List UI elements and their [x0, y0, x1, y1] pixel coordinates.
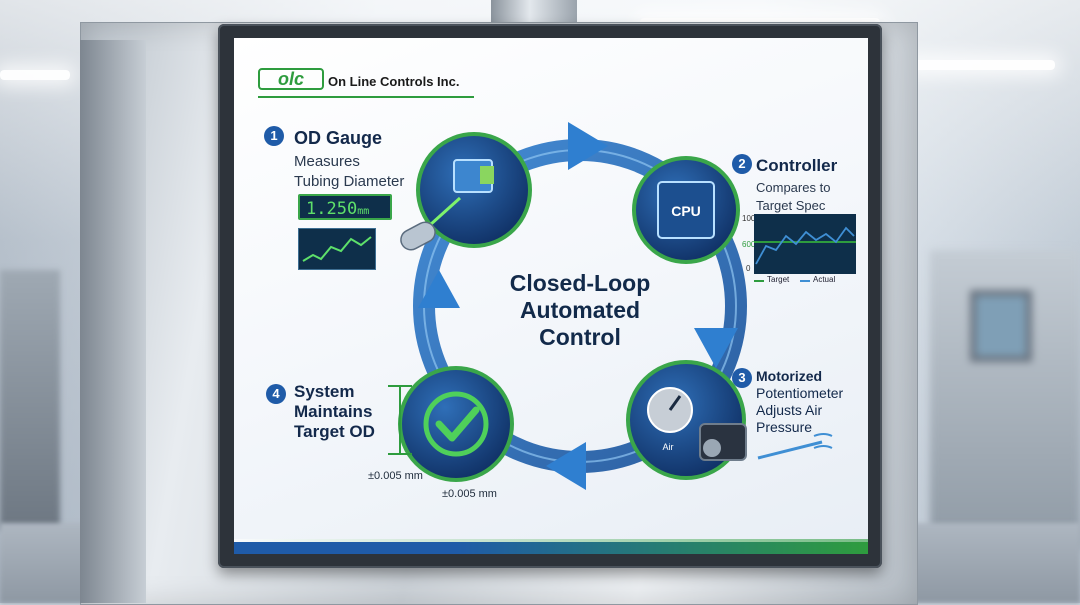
arrow-right-top	[568, 122, 608, 170]
company-name: On Line Controls Inc.	[328, 74, 460, 89]
airflow-icon	[757, 440, 823, 460]
step-3-line-3: Adjusts Air	[756, 402, 823, 418]
svg-text:olc: olc	[278, 69, 304, 89]
ceiling-light	[0, 70, 70, 80]
center-title-line-1: Closed-Loop	[509, 270, 651, 296]
cycle-diagram: CPU Air	[388, 122, 833, 490]
tubing-icon	[400, 221, 436, 251]
od-readout-unit: mm	[357, 206, 370, 217]
arrow-down-right	[694, 328, 738, 368]
step-1-title: OD Gauge	[294, 128, 383, 148]
brand-divider	[258, 96, 474, 98]
arrow-left-bottom	[546, 442, 586, 490]
cabinet-side-panel	[80, 40, 146, 603]
center-title-line-3: Control	[539, 324, 621, 350]
step-1-line-2: Tubing Diameter	[294, 173, 405, 190]
legend-actual-swatch	[800, 280, 810, 282]
step-4-line-3: Target OD	[294, 422, 375, 441]
step-3-text: Motorized Potentiometer Adjusts Air Pres…	[756, 368, 843, 436]
center-title: Closed-Loop Automated Control	[490, 270, 670, 351]
step-3-line-1: Motorized	[756, 368, 823, 384]
center-title-line-2: Automated	[519, 297, 641, 323]
ceiling-light	[905, 60, 1055, 70]
step-1-badge: 1	[264, 126, 284, 146]
step-4-line-2: Maintains	[294, 402, 373, 421]
chart-y-tick-bottom: 0	[746, 264, 751, 273]
hmi-screen: olc On Line Controls Inc.	[234, 38, 868, 554]
svg-text:CPU: CPU	[671, 203, 701, 219]
legend-actual: Actual	[813, 275, 836, 284]
step-4-text: System Maintains Target OD	[294, 382, 375, 442]
olc-logo: olc	[258, 68, 324, 90]
footer-bar	[234, 542, 868, 554]
checkmark-icon	[398, 366, 514, 482]
step-2-title: Controller	[756, 156, 838, 175]
chart-y-tick-top: 100	[742, 214, 756, 223]
background-machine	[0, 270, 60, 530]
svg-text:Air: Air	[663, 442, 674, 452]
step-2-line-1: Compares to	[756, 180, 831, 195]
tolerance-left: ±0.005 mm	[368, 470, 423, 482]
od-trend-chart	[298, 228, 376, 270]
tolerance-bottom: ±0.005 mm	[442, 488, 497, 500]
od-readout-value: 1.250	[306, 199, 358, 219]
od-readout: 1.250mm	[298, 194, 392, 220]
step-2-line-2: Target Spec	[756, 198, 826, 213]
step-4-line-1: System	[294, 382, 355, 401]
step-3-line-4: Pressure	[756, 419, 813, 435]
step-2-badge: 2	[732, 154, 752, 174]
actual-line	[755, 226, 855, 265]
footer-accent	[234, 539, 868, 542]
step-4-badge: 4	[266, 384, 286, 404]
step-3-badge: 3	[732, 368, 752, 388]
step-1-line-1: Measures	[294, 153, 360, 170]
chart-y-tick-mid: 600	[742, 240, 756, 249]
controller-chart	[754, 214, 856, 274]
legend-target: Target	[767, 275, 790, 284]
background-machine	[930, 250, 1080, 550]
arrow-up-left	[418, 270, 460, 308]
step-3-line-2: Potentiometer	[756, 385, 844, 401]
legend-target-swatch	[754, 280, 764, 282]
